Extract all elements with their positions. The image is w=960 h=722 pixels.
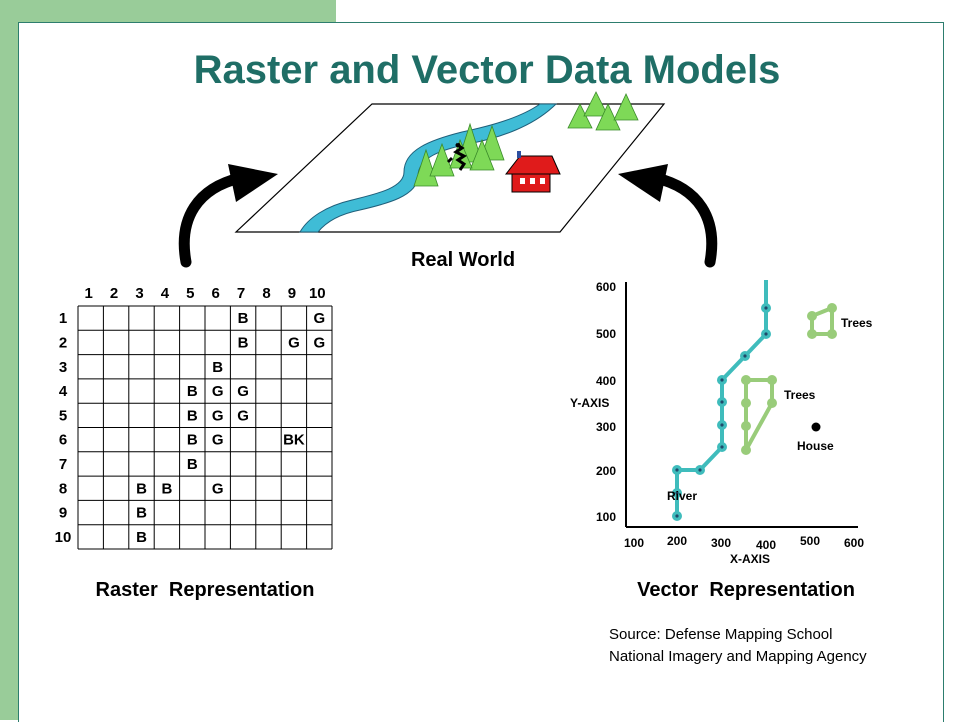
source-line-2: National Imagery and Mapping Agency [609, 648, 867, 665]
raster-cell-value: B [212, 359, 223, 376]
real-world-label: Real World [411, 249, 515, 271]
raster-row-header: 5 [59, 407, 67, 424]
raster-col-header: 6 [212, 285, 220, 302]
y-tick-200: 200 [596, 464, 616, 478]
raster-cell-value: B [161, 480, 172, 497]
raster-cell-value: B [238, 310, 249, 327]
raster-cell-value: G [212, 383, 224, 400]
x-axis-label: X-AXIS [730, 552, 770, 566]
raster-cell-value: B [187, 432, 198, 449]
x-tick-500: 500 [800, 534, 820, 548]
y-tick-600: 600 [596, 280, 616, 294]
real-world-illustration [234, 91, 666, 233]
trees-label-1: Trees [841, 316, 873, 330]
raster-cell-value: B [238, 334, 249, 351]
y-tick-100: 100 [596, 510, 616, 524]
y-axis-label: Y-AXIS [570, 396, 609, 410]
river-vertex-centers [675, 306, 768, 518]
y-tick-400: 400 [596, 374, 616, 388]
raster-cell-value: G [237, 407, 249, 424]
trees-polygon-1-vertices [807, 303, 837, 339]
raster-cell-value: G [313, 310, 325, 327]
raster-cell-value: BK [283, 432, 305, 449]
raster-row-header: 6 [59, 432, 67, 449]
raster-row-header: 9 [59, 505, 67, 522]
tree-cluster-hill [567, 91, 639, 131]
raster-cell-value: B [136, 480, 147, 497]
vector-representation-label: Vector Representation [637, 579, 855, 601]
arrow-left [178, 164, 278, 268]
raster-cell-value: G [313, 334, 325, 351]
raster-col-header: 5 [186, 285, 194, 302]
raster-cell-value: G [212, 407, 224, 424]
source-line-1: Source: Defense Mapping School [609, 626, 833, 643]
trees-label-2: Trees [784, 388, 816, 402]
left-accent-band [0, 0, 18, 720]
arrow-right [618, 164, 718, 268]
trees-polygon-2-vertices [741, 375, 777, 455]
raster-cell-value: G [212, 480, 224, 497]
raster-row-header: 1 [59, 310, 67, 327]
raster-col-header: 7 [237, 285, 245, 302]
raster-cell-value: B [136, 529, 147, 546]
burned-trees-icon [446, 142, 467, 171]
x-tick-200: 200 [667, 534, 687, 548]
raster-col-header: 3 [135, 285, 143, 302]
raster-cell-value: B [136, 505, 147, 522]
house-point [811, 422, 821, 432]
x-tick-400: 400 [756, 538, 776, 552]
trees-polygon-2 [744, 378, 774, 452]
raster-row-header: 10 [55, 529, 72, 546]
raster-cell-value: B [187, 407, 198, 424]
raster-col-header: 8 [262, 285, 270, 302]
raster-row-header: 3 [59, 359, 67, 376]
x-tick-600: 600 [844, 536, 864, 550]
slide-title: Raster and Vector Data Models [193, 48, 781, 92]
raster-cell-value: G [288, 334, 300, 351]
raster-row-header: 8 [59, 480, 67, 497]
source-credit: Source: Defense Mapping School National … [609, 624, 867, 668]
raster-row-header: 7 [59, 456, 67, 473]
top-accent-band [0, 0, 336, 22]
raster-cell-value: B [187, 456, 198, 473]
x-tick-300: 300 [711, 536, 731, 550]
raster-row-header: 4 [59, 383, 68, 400]
x-tick-100: 100 [624, 536, 644, 550]
y-tick-300: 300 [596, 420, 616, 434]
house-label: House [797, 439, 834, 453]
vector-plot: 600 500 400 300 200 100 Y-AXIS 100 200 3… [570, 280, 873, 566]
raster-col-header: 10 [309, 285, 326, 302]
raster-cell-value: G [212, 432, 224, 449]
raster-col-header: 2 [110, 285, 118, 302]
raster-col-header: 9 [288, 285, 296, 302]
river-label: River [667, 489, 697, 503]
raster-col-header: 4 [161, 285, 170, 302]
raster-representation-label: Raster Representation [96, 579, 315, 601]
raster-cell-value: G [237, 383, 249, 400]
raster-cell-value: B [187, 383, 198, 400]
y-tick-500: 500 [596, 327, 616, 341]
raster-row-header: 2 [59, 334, 67, 351]
raster-col-header: 1 [85, 285, 93, 302]
house-icon [504, 151, 561, 193]
